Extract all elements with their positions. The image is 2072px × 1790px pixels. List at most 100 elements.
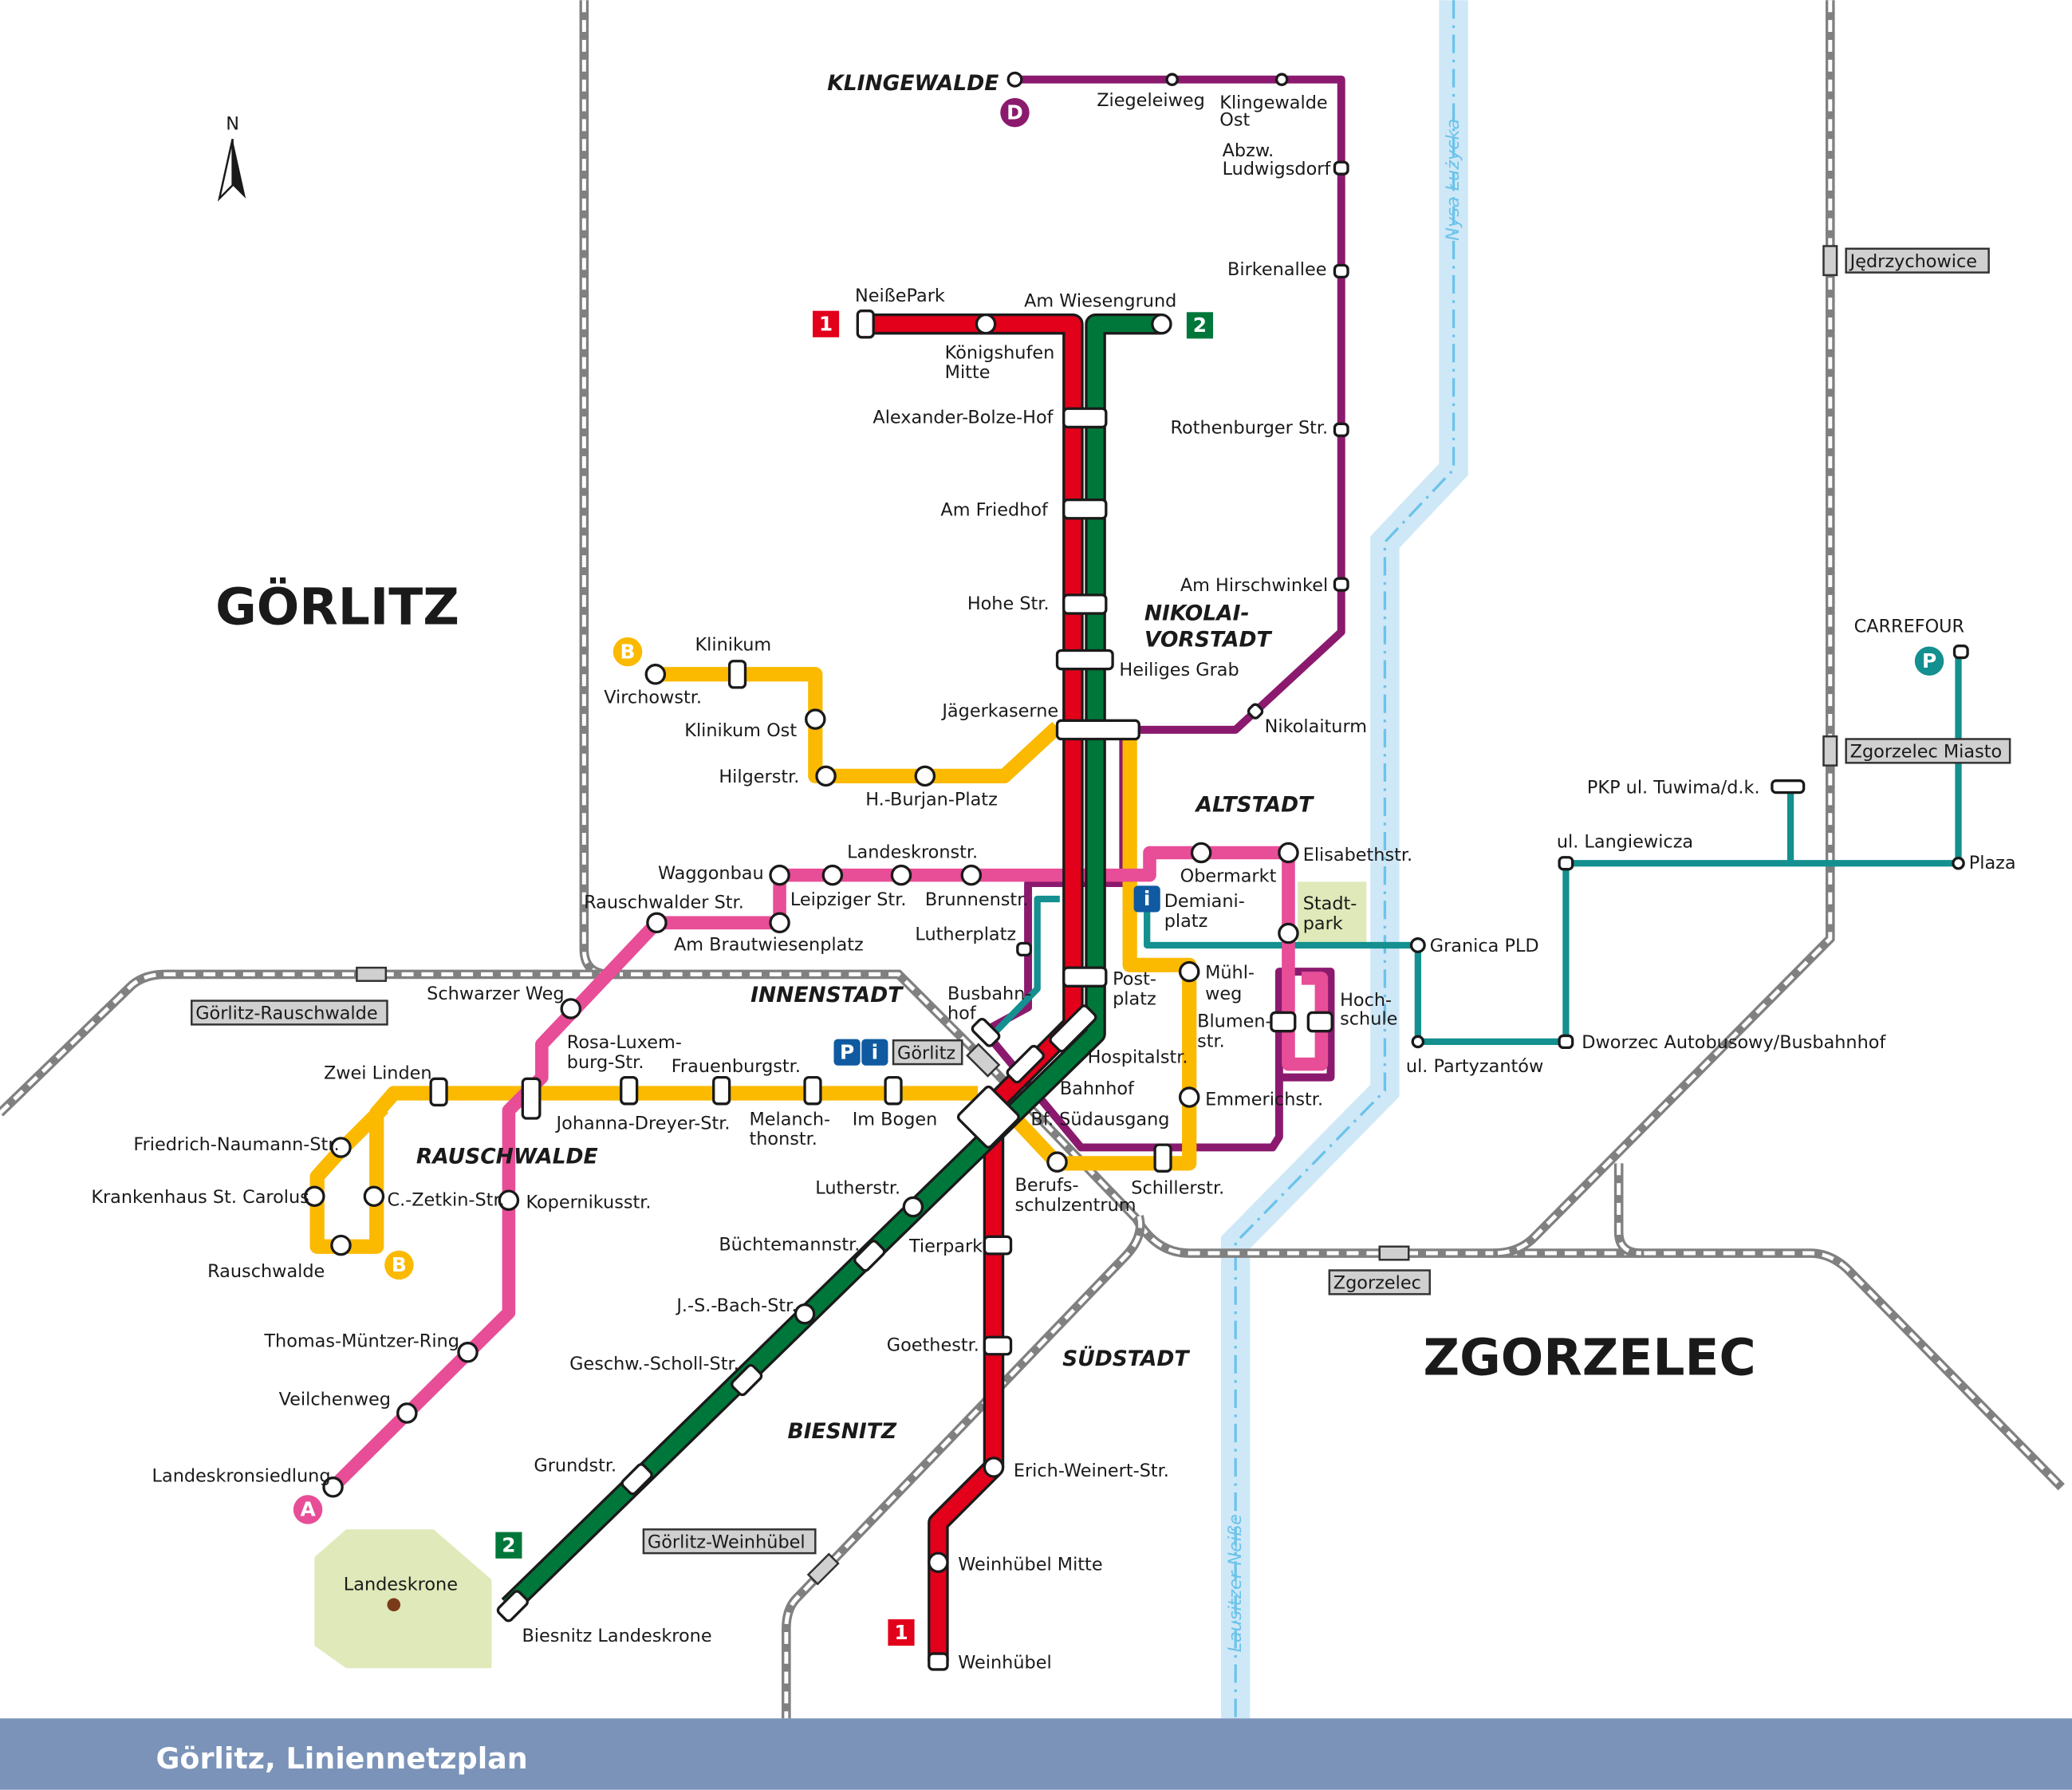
- station-marker[interactable]: [1952, 645, 1969, 660]
- station-label[interactable]: Virchowstr.: [604, 688, 702, 708]
- station-label[interactable]: C.-Zetkin-Str.: [387, 1189, 504, 1210]
- station-label[interactable]: Königshufen: [945, 342, 1055, 363]
- station-marker[interactable]: [856, 309, 875, 339]
- station-label[interactable]: ul. Langiewicza: [1557, 831, 1693, 852]
- station-marker[interactable]: [1016, 941, 1033, 957]
- station-label[interactable]: Zwei Linden: [324, 1063, 432, 1083]
- station-label[interactable]: Am Friedhof: [940, 499, 1049, 520]
- one-way-stop-icon[interactable]: [363, 1185, 385, 1208]
- station-marker[interactable]: [1062, 966, 1108, 988]
- station-marker[interactable]: [560, 998, 582, 1019]
- station-marker[interactable]: [794, 1303, 816, 1325]
- station-marker[interactable]: [1055, 649, 1114, 671]
- station-label[interactable]: Heiliges Grab: [1119, 660, 1239, 680]
- station-marker[interactable]: [457, 1342, 479, 1363]
- station-marker[interactable]: [646, 912, 668, 934]
- station-label[interactable]: Am Wiesengrund: [1024, 291, 1176, 312]
- rail-station-label[interactable]: Jędrzychowice: [1849, 251, 1977, 272]
- rail-station-label[interactable]: Zgorzelec Miasto: [1850, 742, 2003, 763]
- station-marker[interactable]: [960, 864, 983, 886]
- station-marker[interactable]: [1771, 779, 1806, 794]
- station-label[interactable]: Veilchenweg: [279, 1390, 391, 1410]
- station-marker[interactable]: [928, 1551, 949, 1573]
- station-marker[interactable]: [1046, 1151, 1068, 1173]
- station-label[interactable]: Post-: [1113, 969, 1156, 990]
- station-label[interactable]: Grundstr.: [534, 1455, 616, 1476]
- station-label[interactable]: Goethestr.: [887, 1335, 979, 1356]
- station-marker[interactable]: [1278, 842, 1299, 864]
- station-label[interactable]: Abzw.: [1223, 140, 1274, 161]
- station-marker[interactable]: [1006, 71, 1023, 88]
- station-label[interactable]: Krankenhaus St. Carolus: [91, 1187, 309, 1208]
- station-label[interactable]: PKP ul. Tuwima/d.k.: [1587, 777, 1760, 798]
- station-label[interactable]: weg: [1205, 984, 1242, 1004]
- station-marker[interactable]: [975, 313, 997, 335]
- station-label[interactable]: Lutherstr.: [815, 1177, 900, 1198]
- station-label[interactable]: NeißePark: [855, 286, 945, 306]
- station-label[interactable]: Klinikum: [695, 634, 772, 655]
- station-label[interactable]: thonstr.: [749, 1129, 817, 1149]
- station-label[interactable]: Melanch-: [749, 1109, 830, 1130]
- station-label[interactable]: Schwarzer Weg: [427, 984, 564, 1004]
- station-label[interactable]: ul. Partyzantów: [1406, 1056, 1543, 1077]
- station-marker[interactable]: [1165, 73, 1179, 86]
- station-label[interactable]: schule: [1340, 1008, 1397, 1029]
- station-label[interactable]: Demiani-: [1164, 891, 1245, 912]
- one-way-stop-icon[interactable]: [330, 1137, 352, 1158]
- station-marker[interactable]: [769, 864, 790, 886]
- station-label[interactable]: Landeskronstr.: [847, 842, 978, 863]
- station-label[interactable]: Hilgerstr.: [719, 767, 799, 787]
- station-label[interactable]: Tierpark: [908, 1236, 983, 1256]
- station-label[interactable]: burg-Str.: [567, 1052, 644, 1073]
- station-label[interactable]: Obermarkt: [1180, 865, 1277, 886]
- station-marker[interactable]: [620, 1463, 653, 1496]
- one-way-stop-icon[interactable]: [304, 1185, 325, 1208]
- station-label[interactable]: Klingewalde: [1219, 93, 1327, 113]
- station-marker[interactable]: [496, 1590, 529, 1622]
- station-marker[interactable]: [928, 1652, 949, 1671]
- station-marker[interactable]: [803, 1075, 822, 1106]
- station-marker[interactable]: [731, 1363, 763, 1397]
- station-marker[interactable]: [1178, 960, 1200, 983]
- station-label[interactable]: Am Brautwiesenplatz: [674, 935, 864, 956]
- station-label[interactable]: Brunnenstr.: [925, 889, 1029, 910]
- station-label[interactable]: Rothenburger Str.: [1170, 418, 1328, 439]
- station-marker[interactable]: [1062, 593, 1108, 615]
- rail-station-label[interactable]: Görlitz-Rauschwalde: [195, 1003, 377, 1024]
- station-marker[interactable]: [620, 1075, 639, 1106]
- station-label[interactable]: J.-S.-Bach-Str.: [675, 1295, 797, 1316]
- station-label[interactable]: Emmerichstr.: [1205, 1089, 1323, 1110]
- station-label[interactable]: Am Hirschwinkel: [1180, 575, 1328, 596]
- station-label[interactable]: hof: [947, 1003, 977, 1024]
- station-label[interactable]: Hoch-: [1340, 990, 1392, 1011]
- station-label[interactable]: Bf. Südausgang: [1030, 1109, 1169, 1130]
- station-marker[interactable]: [914, 765, 936, 787]
- station-label[interactable]: platz: [1164, 911, 1208, 932]
- station-label[interactable]: Hohe Str.: [967, 593, 1050, 614]
- station-marker[interactable]: [983, 1457, 1005, 1478]
- station-marker[interactable]: [1306, 1011, 1333, 1033]
- station-label[interactable]: Jägerkaserne: [940, 700, 1058, 721]
- station-marker[interactable]: [429, 1077, 448, 1107]
- station-label[interactable]: Kopernikusstr.: [526, 1193, 651, 1213]
- station-label[interactable]: Ludwigsdorf: [1223, 159, 1332, 179]
- station-label[interactable]: Blumen-: [1197, 1011, 1272, 1032]
- station-marker[interactable]: [712, 1075, 731, 1106]
- station-label[interactable]: Waggonbau: [658, 863, 764, 884]
- station-marker[interactable]: [1333, 160, 1349, 175]
- rail-station-marker[interactable]: [1822, 735, 1838, 767]
- station-label[interactable]: Granica PLD: [1430, 936, 1539, 956]
- station-marker[interactable]: [1333, 577, 1349, 592]
- station-label[interactable]: Busbahn-: [947, 984, 1031, 1004]
- one-way-stop-icon[interactable]: [330, 1234, 352, 1256]
- station-label[interactable]: Weinhübel: [958, 1652, 1051, 1673]
- station-label[interactable]: Rauschwalder Str.: [584, 893, 744, 913]
- station-marker[interactable]: [1274, 73, 1289, 86]
- station-label[interactable]: Rauschwalde: [207, 1261, 325, 1282]
- station-label[interactable]: Erich-Weinert-Str.: [1014, 1461, 1169, 1481]
- station-marker[interactable]: [1558, 1034, 1574, 1050]
- station-label[interactable]: Berufs-: [1014, 1175, 1078, 1196]
- station-marker[interactable]: [884, 1075, 903, 1106]
- station-marker[interactable]: [769, 912, 790, 934]
- station-marker[interactable]: [396, 1402, 418, 1424]
